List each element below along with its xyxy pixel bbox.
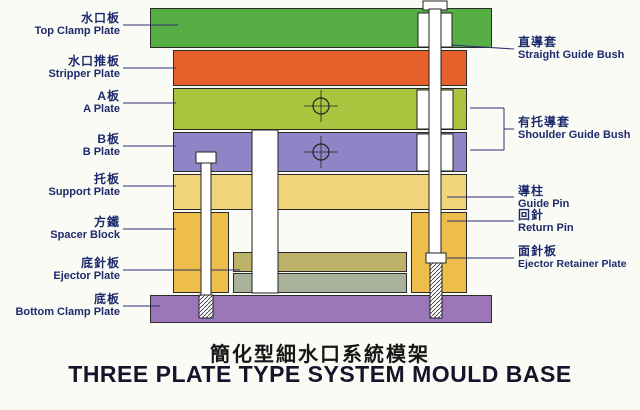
b-plate [173, 132, 467, 172]
label-en: Stripper Plate [48, 68, 120, 80]
ejector-plate [233, 273, 407, 293]
label-en: Support Plate [48, 186, 120, 198]
label-shoulder-guide-bush: 有托導套 Shoulder Guide Bush [518, 115, 640, 142]
label-en: Return Pin [518, 222, 574, 234]
label-support-plate: 托板 Support Plate [2, 172, 120, 199]
label-en: Straight Guide Bush [518, 49, 625, 61]
spacer-block-left [173, 212, 229, 293]
label-zh: B板 [97, 132, 120, 146]
label-spacer-block: 方鐵 Spacer Block [2, 215, 120, 242]
label-en: Top Clamp Plate [34, 25, 120, 37]
label-zh: 底針板 [80, 256, 120, 270]
label-en: B Plate [82, 146, 120, 158]
spacer-block-right [411, 212, 467, 293]
label-en: Ejector Plate [53, 270, 120, 282]
stripper-plate [173, 50, 467, 86]
label-straight-guide-bush: 直導套 Straight Guide Bush [518, 35, 640, 62]
a-plate [173, 88, 467, 130]
label-en: Spacer Block [50, 229, 120, 241]
label-b-plate: B板 B Plate [2, 132, 120, 159]
label-stripper-plate: 水口推板 Stripper Plate [2, 54, 120, 81]
label-en: A Plate [83, 103, 120, 115]
label-guide-pin: 導柱 Guide Pin [518, 184, 640, 211]
label-zh: 有托導套 [518, 115, 571, 129]
label-zh: 回針 [518, 208, 545, 222]
title-english: THREE PLATE TYPE SYSTEM MOULD BASE [68, 361, 572, 387]
bottom-clamp-plate [150, 295, 492, 323]
label-zh: 導柱 [518, 184, 545, 198]
label-bottom-clamp-plate: 底板 Bottom Clamp Plate [2, 292, 120, 319]
label-ejector-retainer-plate: 面針板 Ejector Retainer Plate [518, 244, 640, 271]
label-ejector-plate: 底針板 Ejector Plate [2, 256, 120, 283]
label-zh: 方鐵 [93, 215, 120, 229]
label-en: Guide Pin [518, 198, 570, 210]
label-zh: 水口推板 [67, 54, 120, 68]
label-return-pin: 回針 Return Pin [518, 208, 640, 235]
label-en: Bottom Clamp Plate [15, 306, 120, 318]
label-top-clamp-plate: 水口板 Top Clamp Plate [2, 11, 120, 38]
label-zh: 水口板 [80, 11, 120, 25]
label-zh: 面針板 [518, 244, 558, 258]
label-zh: 底板 [93, 292, 120, 306]
label-a-plate: A板 A Plate [2, 89, 120, 116]
label-en: Shoulder Guide Bush [518, 129, 631, 141]
bracket-shoulder-guide-bush [470, 107, 514, 151]
ejector-retainer-plate [233, 252, 407, 272]
support-plate [173, 174, 467, 210]
title-chinese: 簡化型細水口系統模架 [210, 344, 430, 366]
label-zh: 直導套 [518, 35, 558, 49]
label-en: Ejector Retainer Plate [518, 258, 627, 270]
top-clamp-plate [150, 8, 492, 48]
label-zh: A板 [97, 89, 120, 103]
label-zh: 托板 [93, 172, 120, 186]
